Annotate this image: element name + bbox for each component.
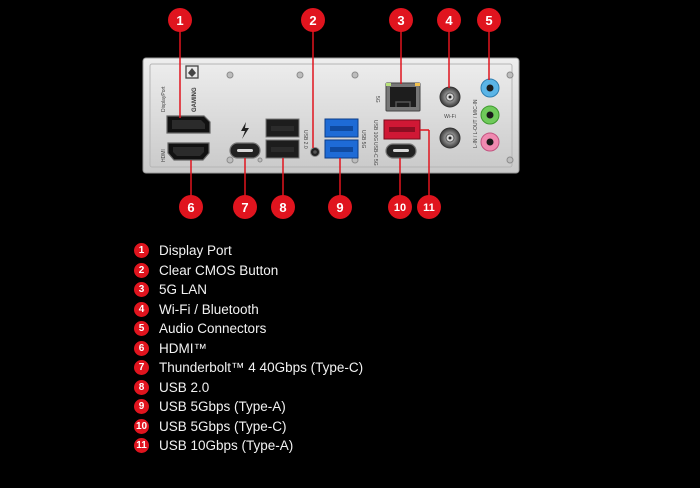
wifi-label: Wi-Fi [444, 114, 456, 120]
legend-number: 1 [134, 243, 149, 259]
legend-item-lan: 3 5G LAN [134, 280, 363, 300]
usb20-ports [265, 118, 300, 159]
legend-number: 10 [134, 418, 149, 434]
usb5g-ports [324, 118, 359, 159]
legend-label: 5G LAN [159, 282, 208, 298]
legend-item-usb5g-c: 10 USB 5Gbps (Type-C) [134, 417, 363, 437]
legend-label: Clear CMOS Button [159, 262, 279, 278]
callout-marker-11: 11 [417, 195, 441, 219]
legend-number: 11 [134, 438, 149, 454]
legend-label: Thunderbolt™ 4 40Gbps (Type-C) [159, 360, 364, 376]
legend-label: USB 2.0 [159, 379, 210, 395]
legend-item-audio: 5 Audio Connectors [134, 319, 363, 339]
gaming-label: GAMING [192, 87, 198, 112]
callout-number-8: 8 [279, 200, 286, 215]
legend-number: 4 [134, 301, 149, 317]
callout-number-3: 3 [397, 13, 404, 28]
usb-c-5g-port [385, 143, 417, 159]
usb20-label: USB 2.0 [302, 130, 308, 149]
callout-number-10: 10 [394, 202, 406, 214]
port-legend: 1 Display Port 2 Clear CMOS Button 3 5G LAN… [134, 241, 363, 456]
callout-marker-5: 5 [477, 8, 501, 32]
callout-marker-9: 9 [328, 195, 352, 219]
legend-item-usb20: 8 USB 2.0 [134, 378, 363, 398]
leader-lines [179, 31, 490, 196]
legend-item-usb5g-a: 9 USB 5Gbps (Type-A) [134, 397, 363, 417]
callout-number-4: 4 [445, 13, 453, 28]
usb5g-label: USB 5G [360, 130, 366, 148]
legend-label: Wi-Fi / Bluetooth [159, 301, 259, 317]
callout-marker-7: 7 [233, 195, 257, 219]
legend-label: Display Port [159, 243, 232, 259]
callout-marker-10: 10 [388, 195, 412, 219]
legend-item-usb10g-a: 11 USB 10Gbps (Type-A) [134, 436, 363, 456]
usb-c-5g-label: USB-C 5G [372, 142, 378, 166]
thunderbolt-icon [241, 122, 249, 139]
callout-number-2: 2 [309, 13, 316, 28]
thunderbolt-type-c-port [229, 142, 261, 159]
callout-marker-1: 1 [168, 8, 192, 32]
legend-label: HDMI™ [159, 340, 207, 356]
callout-number-5: 5 [485, 13, 492, 28]
usb10g-label: USB 10G [372, 120, 378, 141]
callout-number-9: 9 [336, 200, 343, 215]
usb10g-port [383, 119, 421, 140]
legend-number: 2 [134, 262, 149, 278]
hdmi-label: HDMI [161, 149, 167, 162]
legend-number: 9 [134, 399, 149, 415]
lan-port [385, 82, 421, 112]
legend-label: Audio Connectors [159, 321, 267, 337]
hdmi-connector [167, 142, 210, 161]
legend-item-thunderbolt: 7 Thunderbolt™ 4 40Gbps (Type-C) [134, 358, 363, 378]
legend-label: USB 5Gbps (Type-A) [159, 399, 286, 415]
legend-item-displayport: 1 Display Port [134, 241, 363, 261]
legend-item-wifi: 4 Wi-Fi / Bluetooth [134, 300, 363, 320]
legend-number: 5 [134, 321, 149, 337]
callout-number-11: 11 [423, 202, 435, 214]
audio-connectors [480, 78, 500, 152]
legend-label: USB 5Gbps (Type-C) [159, 418, 287, 434]
io-shield-inner-frame [149, 63, 513, 168]
callout-marker-8: 8 [271, 195, 295, 219]
callout-number-6: 6 [187, 200, 194, 215]
legend-label: USB 10Gbps (Type-A) [159, 438, 294, 454]
legend-number: 7 [134, 360, 149, 376]
callout-marker-6: 6 [179, 195, 203, 219]
callout-number-1: 1 [176, 13, 183, 28]
legend-number: 8 [134, 379, 149, 395]
wifi-antenna-connectors [439, 86, 461, 149]
shield-rivets [226, 71, 514, 164]
callout-marker-4: 4 [437, 8, 461, 32]
callout-marker-2: 2 [301, 8, 325, 32]
gaming-logo-icon [185, 65, 199, 79]
callout-number-7: 7 [241, 200, 248, 215]
lan-label: 5G [374, 96, 380, 103]
displayport-connector [166, 115, 211, 134]
legend-number: 6 [134, 340, 149, 356]
legend-item-hdmi: 6 HDMI™ [134, 339, 363, 359]
audio-label: L-IN / L-OUT / MIC-IN [473, 99, 479, 148]
legend-item-clear-cmos: 2 Clear CMOS Button [134, 261, 363, 281]
callout-marker-3: 3 [389, 8, 413, 32]
legend-number: 3 [134, 282, 149, 298]
displayport-label: DisplayPort [161, 86, 167, 112]
clear-cmos-button [310, 147, 320, 157]
